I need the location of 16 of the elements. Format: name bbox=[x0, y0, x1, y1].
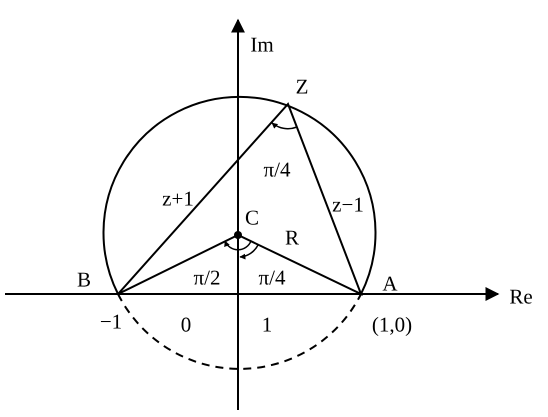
label: 0 bbox=[180, 314, 192, 336]
label: π/4 bbox=[264, 160, 290, 180]
label: z+1 bbox=[162, 188, 194, 210]
label: B bbox=[77, 270, 91, 290]
label: −1 bbox=[100, 312, 122, 332]
label: A bbox=[382, 274, 398, 294]
label: 1 bbox=[262, 314, 272, 336]
label: z−1 bbox=[332, 194, 364, 216]
label: C bbox=[245, 208, 259, 228]
label: Im bbox=[250, 34, 274, 56]
label: π/4 bbox=[258, 268, 286, 288]
label: R bbox=[285, 228, 299, 248]
label: (1,0) bbox=[372, 314, 412, 336]
label: Z bbox=[296, 76, 308, 98]
label: Re bbox=[509, 286, 533, 308]
label: π/2 bbox=[194, 268, 220, 288]
